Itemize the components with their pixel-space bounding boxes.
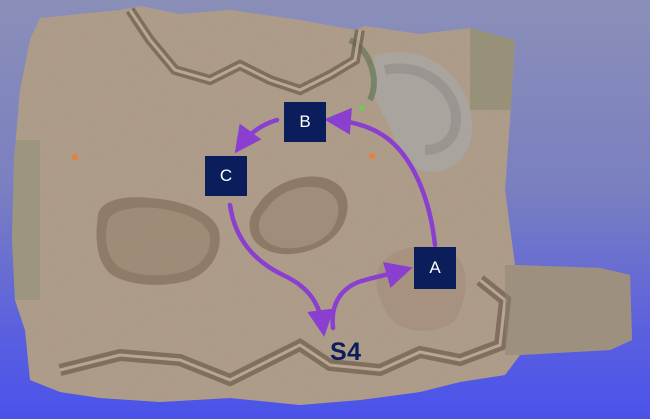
marker-b[interactable]: B bbox=[284, 102, 326, 142]
route-b-to-c bbox=[234, 117, 280, 154]
excavation-pit-left bbox=[96, 197, 220, 285]
marker-b-label: B bbox=[299, 112, 311, 131]
marker-c-label: C bbox=[219, 166, 233, 185]
marker-a[interactable]: A bbox=[414, 247, 456, 289]
route-s4-to-a bbox=[330, 261, 413, 331]
route-a-to-b bbox=[324, 107, 438, 248]
excavation-pit-right bbox=[249, 176, 348, 255]
marker-a-label: A bbox=[429, 258, 441, 277]
route-c-to-s4 bbox=[227, 202, 335, 337]
marker-c[interactable]: C bbox=[205, 156, 247, 196]
route-arrows bbox=[227, 107, 438, 337]
station-label: S4 bbox=[330, 338, 362, 366]
